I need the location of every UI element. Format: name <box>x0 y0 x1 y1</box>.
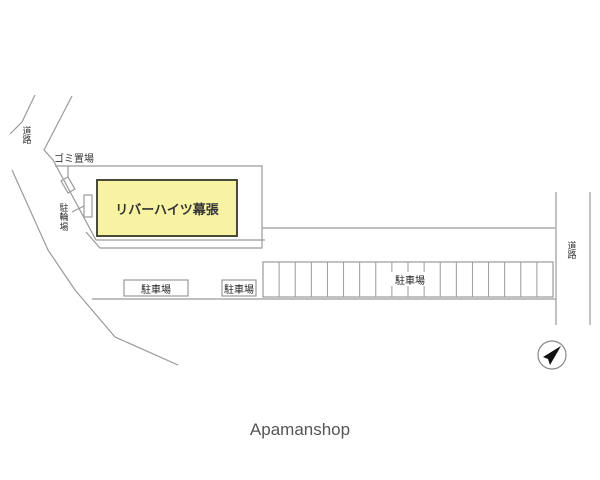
road-right-label: 道路 <box>567 242 577 262</box>
road-left-edge-lower <box>11 169 179 366</box>
north-arrow-icon <box>537 340 567 370</box>
bicycle-parking-box <box>83 194 93 218</box>
building-label: リバーハイツ幕張 <box>115 202 219 218</box>
bicycle-parking-label: 駐輪場 <box>59 204 69 233</box>
parking-small-1-label: 駐車場 <box>141 284 171 296</box>
road-left-edge-upper <box>43 95 265 241</box>
garbage-station-box <box>60 176 76 194</box>
brand-watermark: Apamanshop <box>249 420 351 439</box>
parking-small-1-box <box>123 279 189 297</box>
road-left-label: 道路 <box>22 127 32 147</box>
road-left-edge-top <box>9 94 36 135</box>
garbage-station-label: ゴミ置場 <box>54 154 94 165</box>
lot-boundary <box>55 165 263 249</box>
building-rect <box>96 179 238 237</box>
parking-main-label: 駐車場 <box>385 272 435 287</box>
parking-small-2-label: 駐車場 <box>224 284 254 296</box>
parking-small-2-box <box>221 279 257 297</box>
